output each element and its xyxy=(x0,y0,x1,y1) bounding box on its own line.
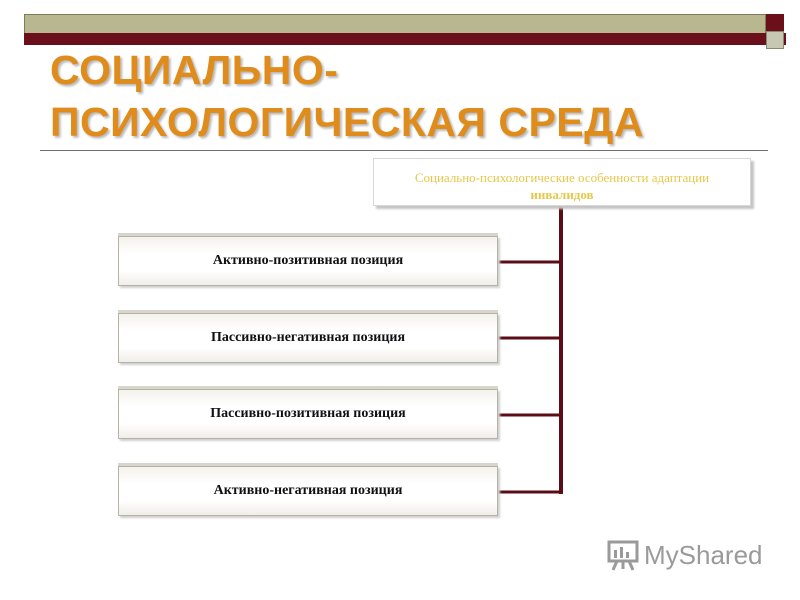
watermark: MyShared xyxy=(606,538,763,572)
position-node-label: Пассивно-негативная позиция xyxy=(210,330,406,345)
corner-square-light xyxy=(766,31,784,49)
slide-title-line-2: ПСИХОЛОГИЧЕСКАЯ СРЕДА xyxy=(50,99,644,145)
position-node-active-negative: Активно-негативная позиция xyxy=(118,466,498,516)
top-maroon-bar xyxy=(24,33,786,45)
presentation-board-icon xyxy=(607,540,639,571)
position-node-label: Пассивно-позитивная позиция xyxy=(210,406,406,421)
root-node: Социально-психологические особенности ад… xyxy=(373,158,751,206)
position-node-active-positive: Активно-позитивная позиция xyxy=(118,236,498,286)
position-node-passive-positive: Пассивно-позитивная позиция xyxy=(118,389,498,439)
position-node-label: Активно-позитивная позиция xyxy=(212,253,404,268)
position-node-label: Активно-негативная позиция xyxy=(213,483,403,498)
title-rule xyxy=(40,150,768,151)
position-node-passive-negative: Пассивно-негативная позиция xyxy=(118,313,498,363)
root-node-line-1: Социально-психологические особенности ад… xyxy=(414,170,710,185)
slide-title: СОЦИАЛЬНО- ПСИХОЛОГИЧЕСКАЯ СРЕДА xyxy=(50,44,644,148)
slide-title-line-1: СОЦИАЛЬНО- xyxy=(50,47,339,93)
watermark-text: MyShared xyxy=(644,539,763,570)
corner-square-dark xyxy=(766,14,784,32)
root-node-line-2: инвалидов xyxy=(530,187,594,202)
